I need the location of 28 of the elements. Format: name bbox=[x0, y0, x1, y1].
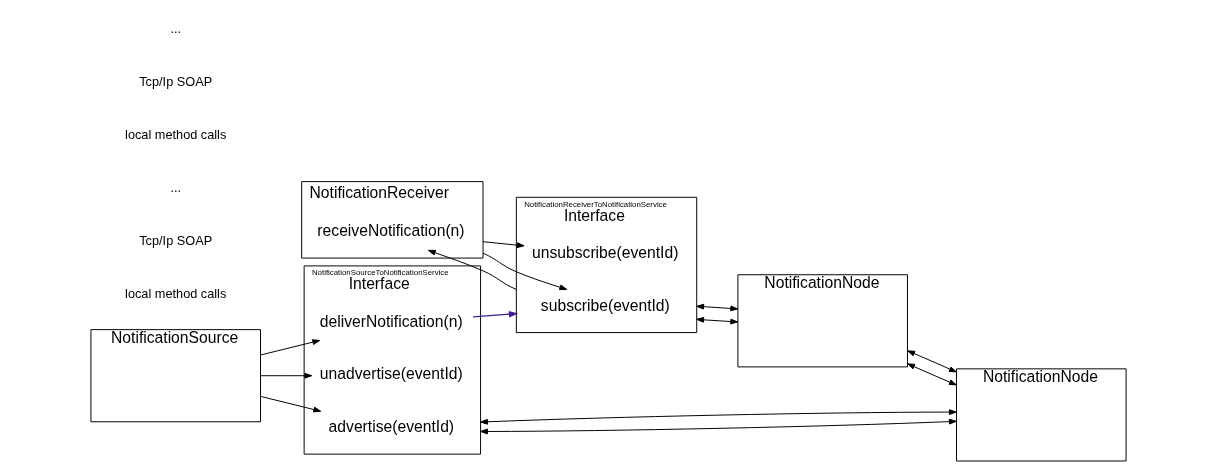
node-text: advertise(eventId) bbox=[328, 418, 454, 436]
node-box: NotificationNode bbox=[955, 368, 1127, 462]
arrow bbox=[482, 252, 567, 291]
node-text: subscribe(eventId) bbox=[540, 296, 670, 314]
label: Tcp/Ip SOAP bbox=[138, 232, 212, 248]
arrow bbox=[695, 303, 738, 312]
arrow bbox=[695, 316, 738, 325]
arrow bbox=[479, 418, 957, 435]
arrow bbox=[259, 372, 312, 379]
arrow bbox=[906, 350, 957, 373]
node-text: unsubscribe(eventId) bbox=[531, 243, 678, 261]
arrow bbox=[479, 409, 957, 425]
label: Tcp/Ip SOAP bbox=[138, 73, 212, 89]
label: ... bbox=[169, 21, 181, 37]
node-box: NotificationSource bbox=[89, 329, 261, 423]
label: local method calls bbox=[124, 126, 226, 142]
node-text: receiveNotification(n) bbox=[316, 222, 465, 240]
label: ... bbox=[169, 179, 181, 195]
arrow bbox=[427, 249, 517, 290]
node-text: deliverNotification(n) bbox=[319, 312, 463, 330]
node-text: unadvertise(eventId) bbox=[319, 365, 463, 383]
arrow bbox=[906, 363, 957, 386]
node-box: NotificationNode bbox=[736, 274, 908, 368]
arrow bbox=[259, 339, 320, 356]
label: local method calls bbox=[124, 285, 226, 301]
arrow bbox=[259, 395, 321, 413]
arrow bbox=[471, 310, 518, 318]
arrow bbox=[482, 241, 525, 249]
